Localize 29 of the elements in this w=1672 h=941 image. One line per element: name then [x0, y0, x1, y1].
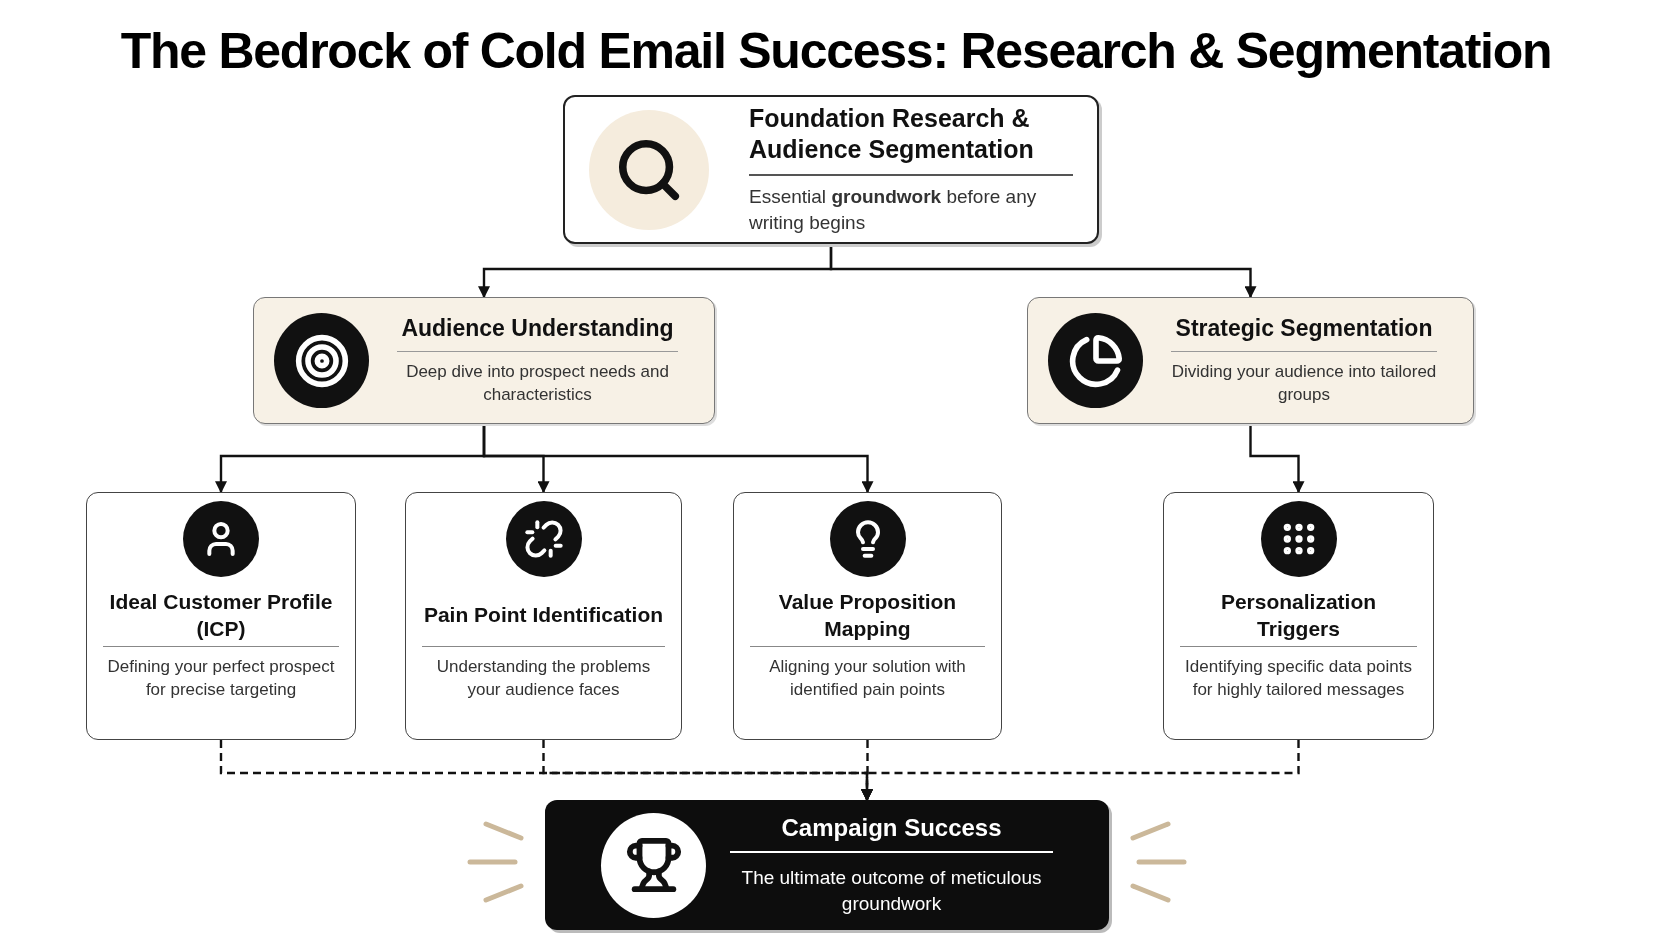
diagram-title: The Bedrock of Cold Email Success: Research & Segmentation — [119, 22, 1553, 81]
node-description: The ultimate outcome of meticulous groundwork — [740, 865, 1043, 916]
outcome-box — [545, 800, 1109, 930]
process-box — [733, 492, 1002, 740]
connector-arrow — [482, 424, 874, 494]
connector-arrow — [829, 244, 1257, 299]
node-heading: Personalization Triggers — [1219, 589, 1378, 642]
node-heading: Campaign Success — [780, 812, 1003, 843]
process-box — [86, 492, 356, 740]
process-box — [253, 297, 715, 424]
process-box — [1163, 492, 1434, 740]
connector-arrow — [861, 740, 1300, 802]
process-box — [405, 492, 682, 740]
node-description: Identifying specific data points for highly tailored messages — [1184, 656, 1413, 702]
process-box — [1027, 297, 1474, 424]
node-heading: Ideal Customer Profile (ICP) — [108, 589, 334, 642]
connector-arrow — [1249, 424, 1305, 494]
node-heading: Audience Understanding — [400, 314, 675, 343]
node-description: Aligning your solution with identified pain points — [768, 656, 967, 702]
node-description: Essential groundwork before any writing begins — [749, 184, 1038, 235]
node-description: Deep dive into prospect needs and characteristics — [405, 361, 670, 407]
node-heading: Foundation Research & Audience Segmentation — [749, 103, 1035, 166]
node-heading: Strategic Segmentation — [1174, 314, 1434, 343]
node-heading: Value Proposition Mapping — [777, 589, 958, 642]
node-description: Dividing your audience into tailored groups — [1171, 361, 1437, 407]
process-box — [563, 95, 1099, 244]
node-description: Defining your perfect prospect for precise targeting — [106, 656, 336, 702]
node-heading: Pain Point Identification — [423, 602, 664, 629]
node-description: Understanding the problems your audience faces — [435, 656, 652, 702]
